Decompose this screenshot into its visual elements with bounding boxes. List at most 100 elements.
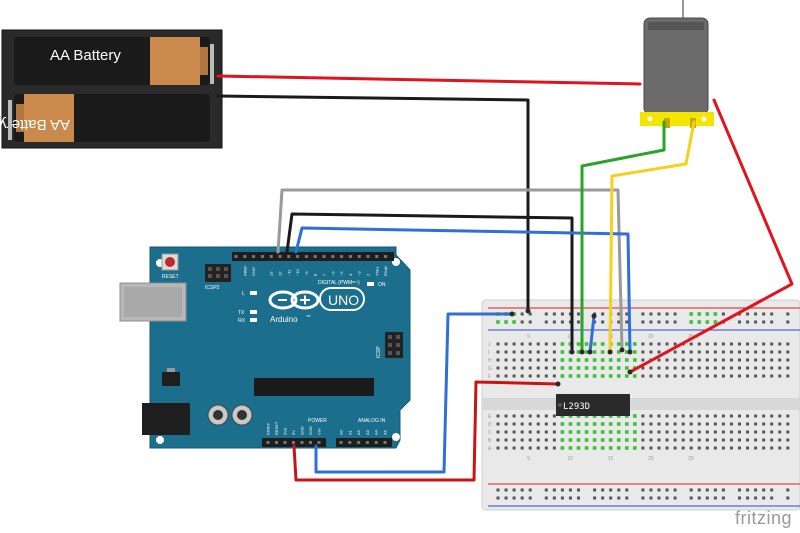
breadboard-hole[interactable] <box>673 438 677 442</box>
breadboard-hole[interactable] <box>528 496 532 500</box>
breadboard-hole[interactable] <box>641 320 645 324</box>
breadboard-hole[interactable] <box>528 488 532 492</box>
breadboard-hole[interactable] <box>705 366 709 370</box>
header-pin[interactable] <box>331 255 335 258</box>
breadboard-hole[interactable] <box>625 496 629 500</box>
breadboard-hole[interactable] <box>544 496 548 500</box>
breadboard-hole[interactable] <box>520 350 524 354</box>
breadboard-hole[interactable] <box>754 488 758 492</box>
breadboard-hole[interactable] <box>681 422 685 426</box>
breadboard-hole[interactable] <box>754 438 758 442</box>
breadboard-hole[interactable] <box>657 312 661 316</box>
header-pin[interactable] <box>374 441 378 444</box>
breadboard-hole[interactable] <box>721 366 725 370</box>
breadboard-hole[interactable] <box>504 342 508 346</box>
breadboard-hole[interactable] <box>754 358 758 362</box>
breadboard-hole[interactable] <box>520 496 524 500</box>
breadboard-hole[interactable] <box>641 422 645 426</box>
breadboard-hole[interactable] <box>520 438 524 442</box>
breadboard-hole[interactable] <box>697 374 701 378</box>
header-pin[interactable] <box>348 441 352 444</box>
breadboard-hole[interactable] <box>689 446 693 450</box>
breadboard-hole[interactable] <box>713 496 717 500</box>
breadboard-hole[interactable] <box>544 366 548 370</box>
breadboard-hole[interactable] <box>536 438 540 442</box>
breadboard-hole[interactable] <box>528 342 532 346</box>
breadboard-hole[interactable] <box>746 422 750 426</box>
breadboard-hole[interactable] <box>649 312 653 316</box>
breadboard-hole[interactable] <box>512 422 516 426</box>
breadboard-hole[interactable] <box>504 438 508 442</box>
breadboard-hole[interactable] <box>641 312 645 316</box>
breadboard-hole[interactable] <box>697 430 701 434</box>
breadboard-hole[interactable] <box>770 422 774 426</box>
breadboard-hole[interactable] <box>762 366 766 370</box>
breadboard-hole[interactable] <box>520 422 524 426</box>
breadboard-hole[interactable] <box>568 488 572 492</box>
breadboard-hole[interactable] <box>520 488 524 492</box>
breadboard-hole[interactable] <box>738 438 741 442</box>
breadboard-hole[interactable] <box>552 446 556 450</box>
breadboard-hole[interactable] <box>496 488 500 492</box>
breadboard-hole[interactable] <box>786 374 790 378</box>
breadboard-hole[interactable] <box>617 496 621 500</box>
breadboard-hole[interactable] <box>770 320 774 324</box>
breadboard-hole[interactable] <box>746 374 750 378</box>
breadboard-hole[interactable] <box>528 320 532 324</box>
breadboard-hole[interactable] <box>721 446 725 450</box>
breadboard-hole[interactable] <box>649 374 653 378</box>
breadboard-hole[interactable] <box>609 488 613 492</box>
breadboard-hole[interactable] <box>697 422 701 426</box>
breadboard-hole[interactable] <box>746 438 750 442</box>
breadboard-hole[interactable] <box>762 320 766 324</box>
breadboard-hole[interactable] <box>520 446 524 450</box>
breadboard-hole[interactable] <box>641 342 645 346</box>
breadboard-hole[interactable] <box>721 350 725 354</box>
breadboard-hole[interactable] <box>552 350 556 354</box>
breadboard-hole[interactable] <box>778 414 782 418</box>
breadboard-hole[interactable] <box>512 350 516 354</box>
breadboard-hole[interactable] <box>641 438 645 442</box>
breadboard-hole[interactable] <box>697 366 701 370</box>
header-pin[interactable] <box>296 255 300 258</box>
breadboard-hole[interactable] <box>552 430 556 434</box>
breadboard-hole[interactable] <box>705 496 709 500</box>
breadboard-hole[interactable] <box>536 342 540 346</box>
header-pin[interactable] <box>384 255 388 258</box>
breadboard-hole[interactable] <box>713 446 717 450</box>
breadboard-hole[interactable] <box>560 320 564 324</box>
breadboard-hole[interactable] <box>641 430 645 434</box>
breadboard-hole[interactable] <box>544 488 548 492</box>
breadboard-hole[interactable] <box>649 350 653 354</box>
breadboard-hole[interactable] <box>657 342 661 346</box>
breadboard-hole[interactable] <box>641 374 645 378</box>
breadboard-hole[interactable] <box>770 374 774 378</box>
breadboard-hole[interactable] <box>496 430 500 434</box>
breadboard-hole[interactable] <box>496 414 500 418</box>
breadboard-hole[interactable] <box>512 366 516 370</box>
breadboard-hole[interactable] <box>746 496 750 500</box>
breadboard-hole[interactable] <box>512 438 516 442</box>
breadboard-hole[interactable] <box>746 488 750 492</box>
breadboard-hole[interactable] <box>552 374 556 378</box>
breadboard-hole[interactable] <box>673 350 677 354</box>
breadboard-hole[interactable] <box>544 374 548 378</box>
breadboard-hole[interactable] <box>665 488 669 492</box>
breadboard-hole[interactable] <box>625 312 629 316</box>
breadboard-hole[interactable] <box>649 446 653 450</box>
breadboard-hole[interactable] <box>657 414 661 418</box>
breadboard-hole[interactable] <box>617 488 621 492</box>
breadboard-hole[interactable] <box>754 430 758 434</box>
breadboard-hole[interactable] <box>496 446 500 450</box>
breadboard-hole[interactable] <box>528 438 532 442</box>
breadboard-hole[interactable] <box>617 312 621 316</box>
breadboard-hole[interactable] <box>705 374 709 378</box>
breadboard-hole[interactable] <box>649 414 653 418</box>
breadboard-hole[interactable] <box>738 358 741 362</box>
breadboard-hole[interactable] <box>778 446 782 450</box>
breadboard-hole[interactable] <box>786 366 790 370</box>
breadboard-hole[interactable] <box>552 312 556 316</box>
breadboard-hole[interactable] <box>528 446 532 450</box>
header-pin[interactable] <box>304 255 308 258</box>
breadboard-hole[interactable] <box>762 430 766 434</box>
